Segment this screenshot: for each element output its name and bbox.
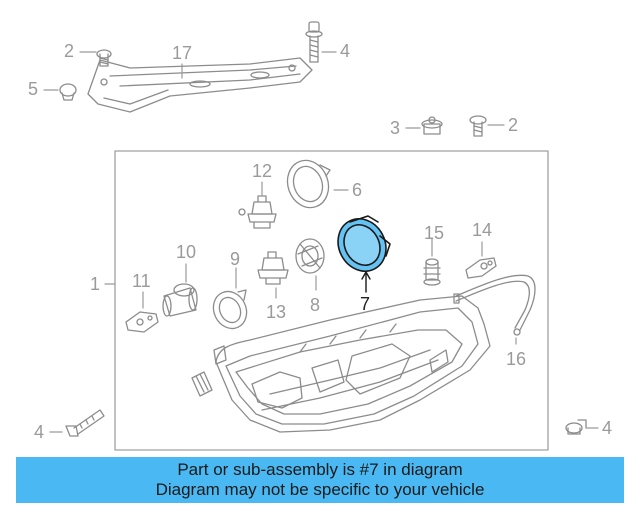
- callout-10[interactable]: 10: [176, 242, 197, 262]
- callout-14[interactable]: 14: [472, 220, 493, 240]
- parts-diagram: 2 5 17 4 3 2 1 11 10 9 12 13 8 6 7 15 14…: [28, 21, 613, 451]
- mounting-bracket-part: [87, 57, 313, 113]
- lower-grommet-left: [191, 371, 213, 397]
- cover-cap-part: [286, 159, 331, 209]
- callout-4-left[interactable]: 4: [34, 422, 45, 442]
- callout-2-right[interactable]: 2: [508, 115, 519, 135]
- headlamp-assembly-frame: [114, 150, 549, 451]
- push-clip-part: [59, 83, 77, 101]
- bulb-holder-tube-part: [162, 283, 198, 317]
- turn-signal-socket-part: [465, 257, 497, 279]
- banner-line-disclaimer: Diagram may not be specific to your vehi…: [155, 480, 485, 499]
- highlighted-cover-ring-part: [337, 215, 391, 272]
- callout-17[interactable]: 17: [172, 43, 193, 63]
- bracket-bolt-top-left: [96, 49, 112, 67]
- callout-6[interactable]: 6: [352, 180, 363, 200]
- callout-13[interactable]: 13: [266, 302, 287, 322]
- nut-part: [421, 116, 443, 135]
- headlight-housing-part: [213, 295, 491, 433]
- callout-7-highlighted[interactable]: 7: [360, 294, 371, 314]
- wiring-harness-part: [453, 274, 536, 336]
- bulb-socket-cover-part: [295, 238, 325, 274]
- lower-bolt-left: [65, 409, 105, 437]
- grommet-part: [423, 258, 441, 286]
- callout-4-top[interactable]: 4: [340, 41, 351, 61]
- banner-line-part-number: Part or sub-assembly is #7 in diagram: [177, 460, 463, 479]
- callout-4-right[interactable]: 4: [602, 418, 613, 438]
- bulb-retaining-ring-part: [212, 289, 248, 330]
- callout-3[interactable]: 3: [390, 118, 401, 138]
- secondary-bulb-part: [257, 251, 289, 285]
- callout-1[interactable]: 1: [90, 274, 101, 294]
- callout-5[interactable]: 5: [28, 79, 39, 99]
- lower-bolt-right: [565, 419, 587, 435]
- callout-9[interactable]: 9: [230, 249, 241, 269]
- callout-8[interactable]: 8: [310, 295, 321, 315]
- diagram-drawing: [43, 21, 599, 451]
- callout-2-top[interactable]: 2: [64, 41, 75, 61]
- callout-leaders: [43, 51, 599, 433]
- callout-11[interactable]: 11: [132, 271, 151, 291]
- side-marker-bulb-part: [125, 311, 159, 333]
- bolt-right-top: [469, 115, 487, 137]
- long-bolt-top: [305, 21, 323, 63]
- callout-15[interactable]: 15: [424, 223, 445, 243]
- callout-12[interactable]: 12: [252, 161, 273, 181]
- highlight-arrow: [361, 271, 371, 293]
- info-banner: Part or sub-assembly is #7 in diagram Di…: [16, 457, 624, 503]
- headlight-bulb-part: [238, 195, 277, 229]
- callout-16[interactable]: 16: [506, 349, 527, 369]
